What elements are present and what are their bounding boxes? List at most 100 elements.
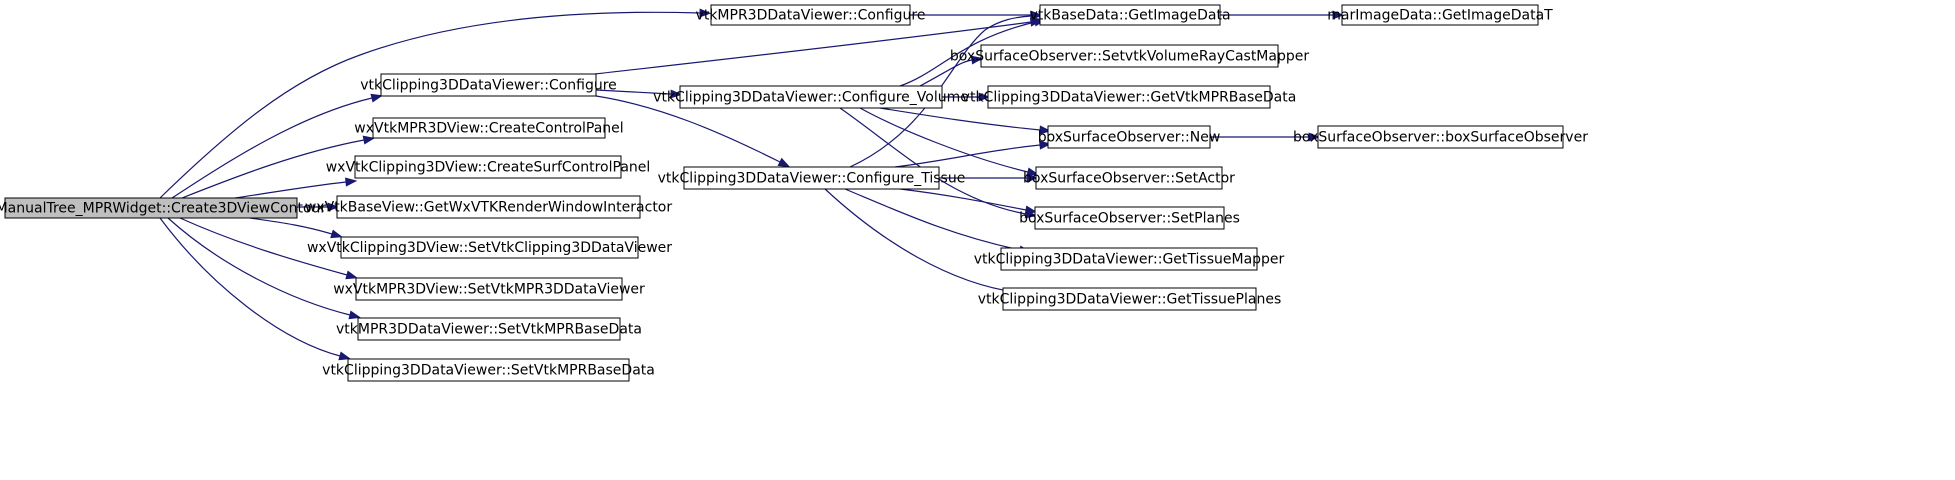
edge-root-to-clip_set_base_data	[159, 217, 352, 361]
edge-configure_volume-to-observer_new	[879, 107, 1052, 135]
edge-configure_tissue-to-get_image_data	[849, 11, 1043, 168]
node-box[interactable]	[710, 4, 911, 26]
nodes-layer: wxManualTree_MPRWidget::Create3DViewCont…	[0, 4, 1588, 382]
edge-line	[879, 107, 1041, 131]
node-box[interactable]	[347, 358, 630, 382]
node-get-render-window-interactor[interactable]: wxVtkBaseView::GetWxVTKRenderWindowInter…	[305, 195, 673, 219]
arrowhead-icon	[345, 177, 358, 187]
node-box[interactable]	[1000, 247, 1258, 271]
node-label: wxVtkClipping3DView::SetVtkClipping3DDat…	[307, 240, 672, 256]
arrowhead-icon	[327, 202, 340, 212]
node-box[interactable]	[1039, 4, 1221, 26]
arrowhead-icon	[1030, 11, 1043, 21]
node-get-image-data[interactable]: vtkBaseData::GetImageData	[1029, 4, 1231, 26]
node-mpr-set-base-data[interactable]: vtkMPR3DDataViewer::SetVtkMPRBaseData	[336, 317, 642, 341]
node-label: boxSurfaceObserver::SetvtkVolumeRayCastM…	[950, 49, 1309, 65]
node-box[interactable]	[1034, 206, 1225, 230]
arrowhead-icon	[699, 8, 712, 18]
node-get-mpr-base-data[interactable]: vtkClipping3DDataViewer::GetVtkMPRBaseDa…	[962, 85, 1297, 109]
edge-line	[859, 107, 1029, 173]
node-label: wxVtkMPR3DView::SetVtkMPR3DDataViewer	[333, 282, 645, 298]
node-set-clipping-viewer[interactable]: wxVtkClipping3DView::SetVtkClipping3DDat…	[307, 236, 672, 259]
node-label: vtkClipping3DDataViewer::SetVtkMPRBaseDa…	[322, 363, 655, 379]
edge-configure_volume-to-set_ray_cast_mapper	[919, 55, 984, 87]
edge-line	[159, 11, 701, 199]
edge-line	[181, 139, 365, 199]
node-box[interactable]	[1035, 166, 1223, 190]
edge-mpr_configure-to-get_image_data	[910, 10, 1043, 20]
edge-line	[179, 217, 348, 276]
edge-line	[824, 188, 1023, 294]
node-box[interactable]	[1002, 287, 1257, 311]
edge-line	[595, 89, 672, 95]
node-box[interactable]	[980, 44, 1279, 68]
node-create-control-panel[interactable]: wxVtkMPR3DView::CreateControlPanel	[354, 117, 624, 139]
node-root[interactable]: wxManualTree_MPRWidget::Create3DViewCont…	[0, 197, 326, 219]
node-box[interactable]	[1317, 125, 1564, 149]
edge-configure_volume-to-set_actor	[859, 107, 1040, 177]
edge-line	[899, 188, 1027, 211]
node-clip-configure[interactable]: vtkClipping3DDataViewer::Configure	[360, 73, 617, 97]
node-label: vtkClipping3DDataViewer::Configure	[360, 78, 617, 94]
node-box[interactable]	[4, 197, 298, 219]
node-observer-ctor[interactable]: boxSurfaceObserver::boxSurfaceObserver	[1293, 125, 1588, 149]
node-box[interactable]	[340, 236, 639, 259]
arrowhead-icon	[348, 310, 362, 320]
edge-clip_configure-to-get_image_data	[594, 17, 1043, 75]
node-set-ray-cast-mapper[interactable]: boxSurfaceObserver::SetvtkVolumeRayCastM…	[950, 44, 1309, 68]
node-box[interactable]	[987, 85, 1271, 109]
node-set-mpr-viewer[interactable]: wxVtkMPR3DView::SetVtkMPR3DDataViewer	[333, 277, 645, 301]
node-box[interactable]	[354, 155, 622, 179]
node-label: wxVtkClipping3DView::CreateSurfControlPa…	[326, 160, 651, 176]
node-box[interactable]	[357, 317, 621, 341]
node-clip-set-base-data[interactable]: vtkClipping3DDataViewer::SetVtkMPRBaseDa…	[322, 358, 655, 382]
edge-line	[594, 21, 1032, 75]
node-get-image-data-t[interactable]: marImageData::GetImageDataT	[1327, 4, 1553, 26]
node-box[interactable]	[1047, 125, 1211, 149]
node-box[interactable]	[679, 85, 943, 109]
node-configure-volume[interactable]: vtkClipping3DDataViewer::Configure_Volum…	[653, 85, 969, 109]
edge-line	[849, 15, 1032, 168]
node-label: boxSurfaceObserver::SetPlanes	[1019, 211, 1240, 227]
edge-configure_tissue-to-set_planes	[899, 188, 1038, 215]
arrowhead-icon	[1039, 125, 1052, 135]
node-label: boxSurfaceObserver::SetActor	[1023, 171, 1235, 187]
arrowhead-icon	[1332, 10, 1345, 20]
arrowhead-icon	[978, 92, 991, 102]
node-observer-new[interactable]: boxSurfaceObserver::New	[1038, 125, 1221, 149]
edge-line	[167, 217, 351, 316]
arrowhead-icon	[362, 135, 376, 145]
node-box[interactable]	[372, 117, 606, 139]
node-label: boxSurfaceObserver::boxSurfaceObserver	[1293, 130, 1588, 146]
edge-configure_tissue-to-set_actor	[939, 173, 1039, 183]
edge-configure_volume-to-get_mpr_base_data	[942, 92, 991, 102]
node-set-actor[interactable]: boxSurfaceObserver::SetActor	[1023, 166, 1235, 190]
node-get-tissue-mapper[interactable]: vtkClipping3DDataViewer::GetTissueMapper	[974, 247, 1285, 271]
edge-clip_configure-to-configure_volume	[595, 89, 683, 99]
node-box[interactable]	[355, 277, 623, 301]
node-configure-tissue[interactable]: vtkClipping3DDataViewer::Configure_Tissu…	[658, 166, 966, 190]
node-box[interactable]	[380, 73, 597, 97]
node-set-planes[interactable]: boxSurfaceObserver::SetPlanes	[1019, 206, 1240, 230]
edge-configure_tissue-to-get_tissue_mapper	[844, 188, 1032, 255]
node-mpr-configure[interactable]: vtkMPR3DDataViewer::Configure	[696, 4, 926, 26]
edge-line	[234, 181, 347, 199]
edge-observer_new-to-observer_ctor	[1210, 132, 1321, 142]
edge-clip_configure-to-configure_tissue	[595, 95, 791, 168]
node-box[interactable]	[683, 166, 940, 190]
edge-root-to-mpr_configure	[159, 8, 712, 199]
arrowhead-icon	[970, 55, 984, 65]
arrowhead-icon	[338, 351, 352, 361]
arrowhead-icon	[370, 93, 384, 103]
arrowhead-icon	[1308, 132, 1321, 142]
node-box[interactable]	[1341, 4, 1539, 26]
node-box[interactable]	[336, 195, 641, 219]
node-label: vtkClipping3DDataViewer::Configure_Volum…	[653, 90, 969, 106]
node-label: vtkClipping3DDataViewer::GetTissuePlanes	[978, 292, 1281, 308]
node-label: vtkBaseData::GetImageData	[1029, 8, 1230, 24]
edge-configure_tissue-to-observer_new	[894, 140, 1052, 168]
node-get-tissue-planes[interactable]: vtkClipping3DDataViewer::GetTissuePlanes	[978, 287, 1281, 311]
node-create-surf-control-panel[interactable]: wxVtkClipping3DView::CreateSurfControlPa…	[326, 155, 651, 179]
edge-line	[844, 188, 1021, 251]
